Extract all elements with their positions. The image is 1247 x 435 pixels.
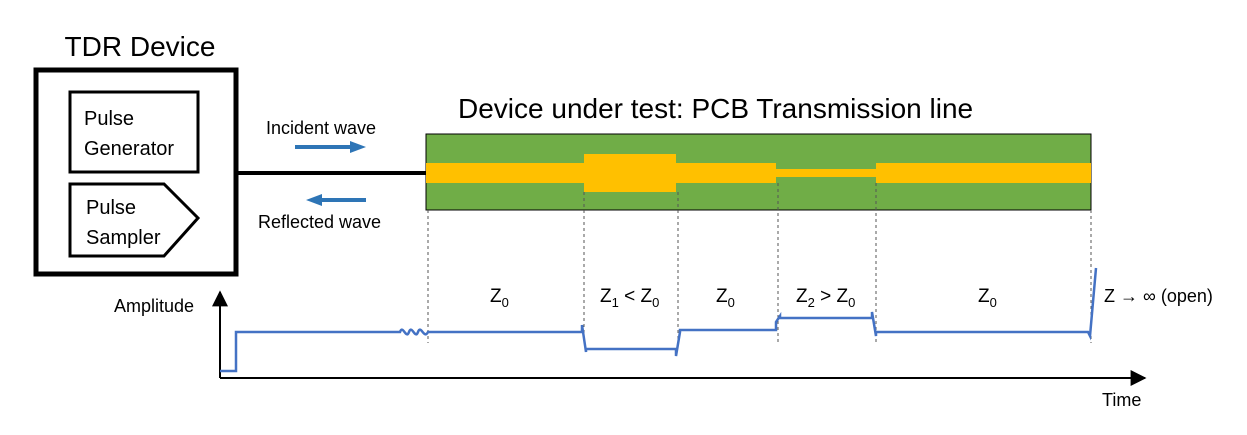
- pulse-generator-box: [68, 90, 200, 174]
- zone-label-z2: Z2 > Z0: [796, 286, 855, 310]
- incident-arrow-icon: [295, 141, 366, 153]
- pcb-trace: [426, 154, 1091, 192]
- trace-segment-z0-b: [676, 163, 776, 183]
- tdr-signal-trace: [220, 267, 1098, 373]
- tdr-device-title: TDR Device: [65, 31, 216, 62]
- y-axis-label: Amplitude: [114, 296, 194, 316]
- zone-label-z0-c: Z0: [978, 286, 997, 310]
- x-axis-label: Time: [1102, 390, 1141, 410]
- trace-segment-z1-wide: [584, 154, 676, 192]
- zone-label-z1: Z1 < Z0: [600, 286, 659, 310]
- pulse-sampler-label-1: Pulse: [86, 197, 136, 219]
- pulse-sampler-box: [68, 182, 201, 258]
- trace-segment-z0-a: [426, 163, 584, 183]
- trace-segment-z0-c: [876, 163, 1091, 183]
- zone-label-z0-a: Z0: [490, 286, 509, 310]
- zone-label-z0-b: Z0: [716, 286, 735, 310]
- dut-title: Device under test: PCB Transmission line: [458, 93, 973, 124]
- incident-wave-label: Incident wave: [266, 118, 376, 138]
- trace-segment-z2-narrow: [776, 169, 876, 177]
- pulse-generator-label-1: Pulse: [84, 108, 134, 130]
- open-label: Z → ∞ (open): [1104, 286, 1213, 306]
- reflected-wave-label: Reflected wave: [258, 212, 381, 232]
- reflected-arrow-icon: [306, 194, 366, 206]
- pulse-generator-label-2: Generator: [84, 138, 174, 160]
- pulse-sampler-label-2: Sampler: [86, 227, 161, 249]
